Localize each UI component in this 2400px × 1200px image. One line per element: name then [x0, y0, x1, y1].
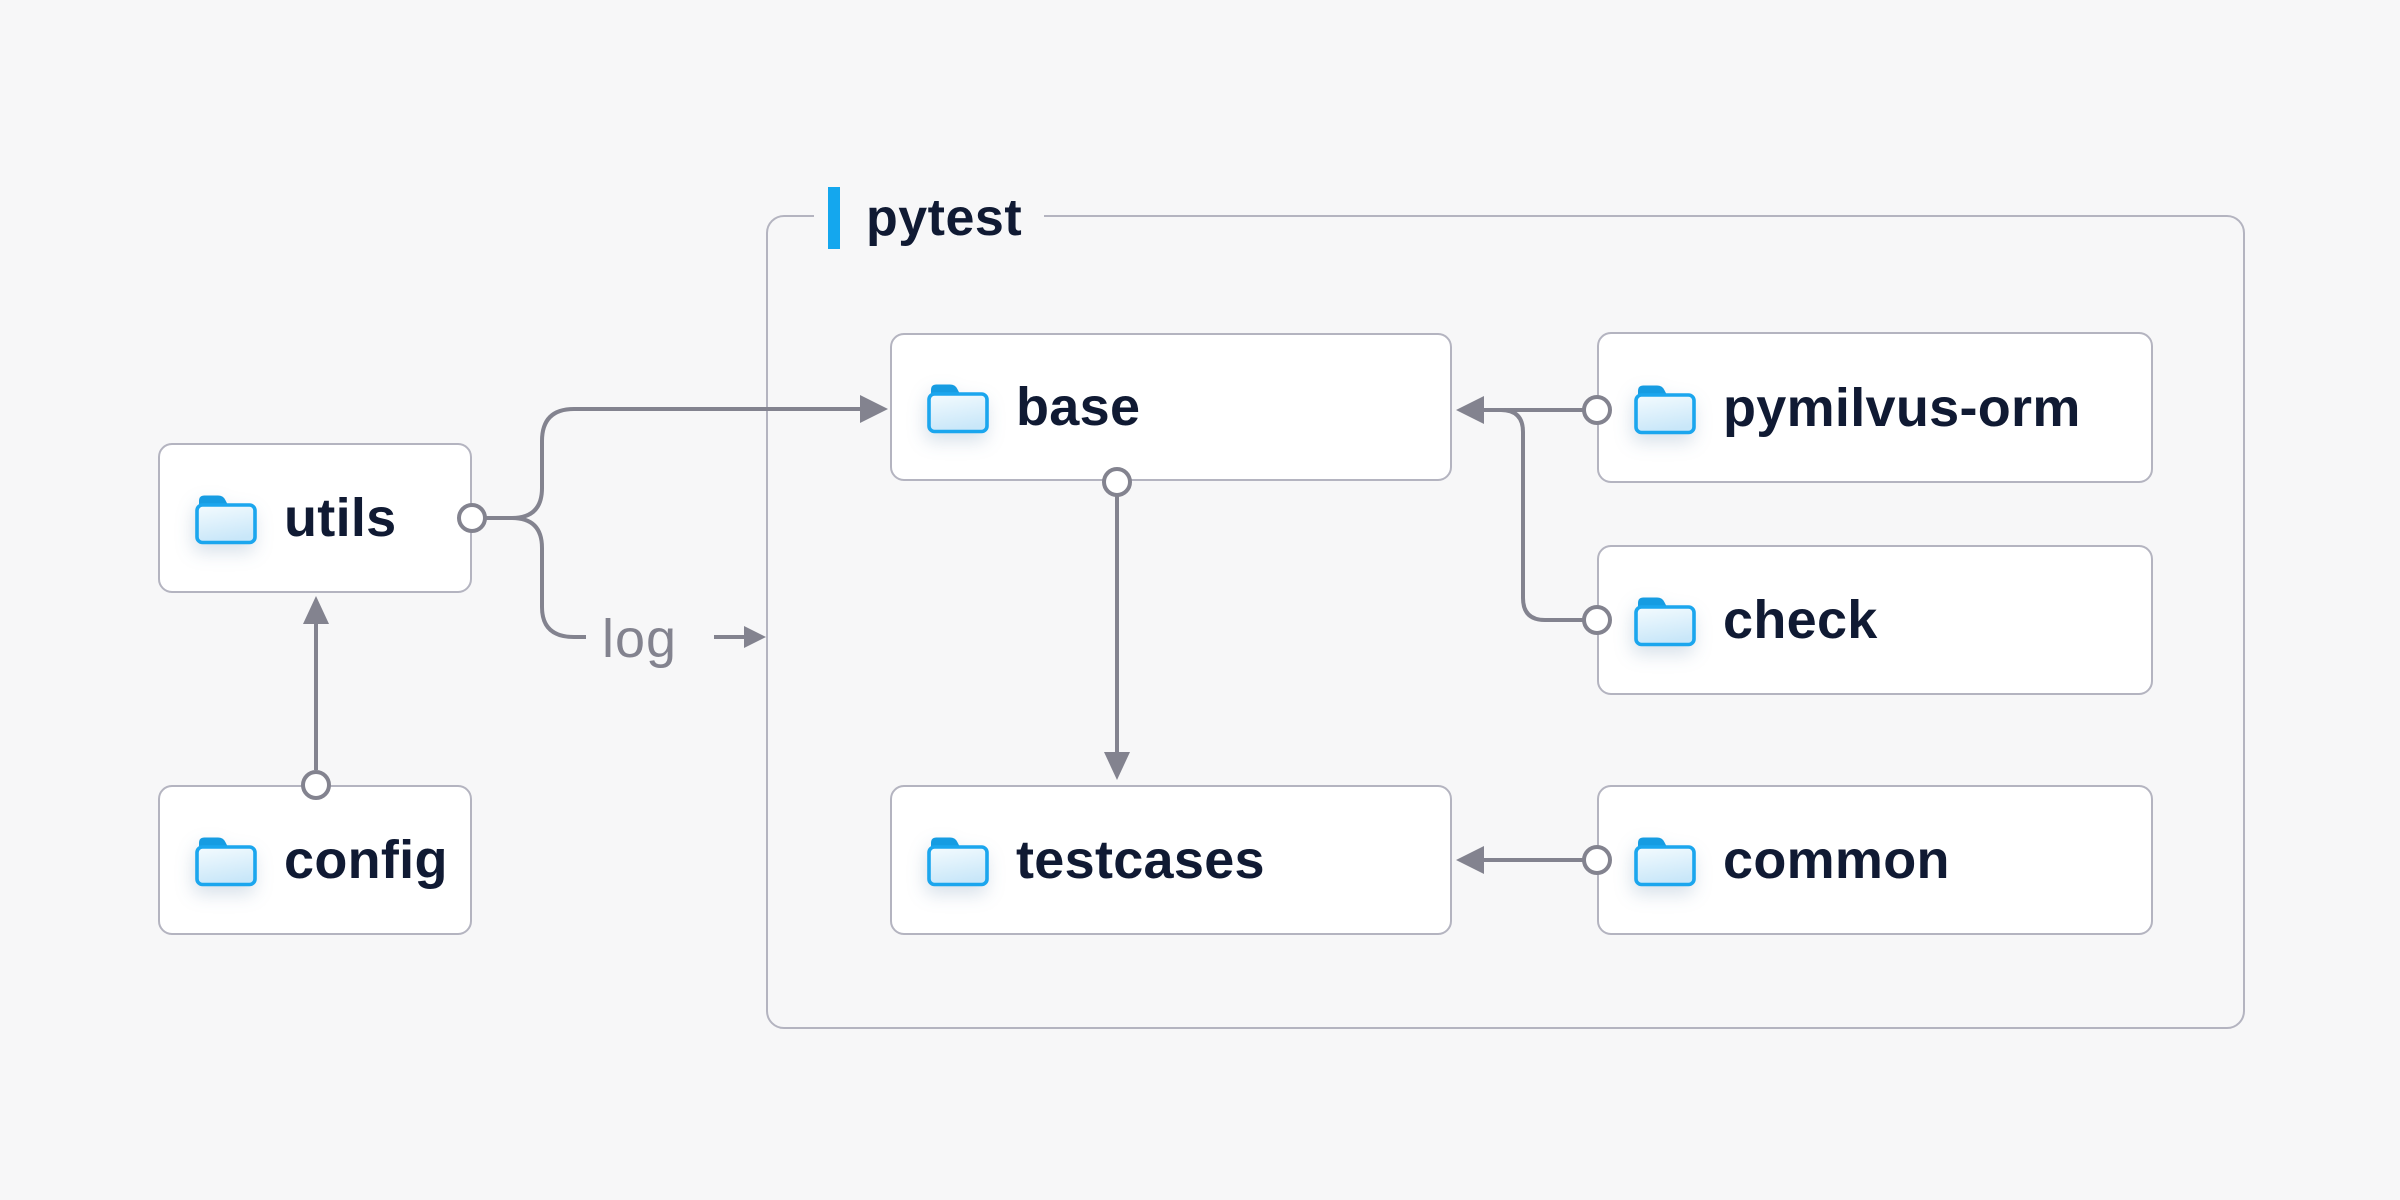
pytest-container-label: pytest [814, 179, 1045, 257]
accent-bar [828, 187, 840, 249]
folder-icon [1633, 833, 1697, 887]
folder-icon [1633, 593, 1697, 647]
node-label: config [284, 830, 448, 890]
folder-icon [1633, 381, 1697, 435]
folder-icon [926, 380, 990, 434]
node-label: base [1016, 377, 1141, 437]
arrowhead-log [744, 626, 766, 648]
node-pymilvus-orm: pymilvus-orm [1597, 332, 2153, 483]
node-base: base [890, 333, 1452, 481]
folder-icon [194, 833, 258, 887]
folder-icon [926, 833, 990, 887]
folder-icon [194, 491, 258, 545]
node-common: common [1597, 785, 2153, 935]
node-label: utils [284, 488, 397, 548]
edge-label-log: log [602, 609, 678, 669]
node-label: testcases [1016, 830, 1265, 890]
node-testcases: testcases [890, 785, 1452, 935]
node-label: pymilvus-orm [1723, 377, 2081, 438]
node-config: config [158, 785, 472, 935]
node-label: check [1723, 590, 1878, 650]
arrowhead-into-utils [303, 596, 329, 624]
node-check: check [1597, 545, 2153, 695]
node-label: common [1723, 830, 1950, 890]
container-title: pytest [866, 189, 1023, 247]
node-utils: utils [158, 443, 472, 593]
